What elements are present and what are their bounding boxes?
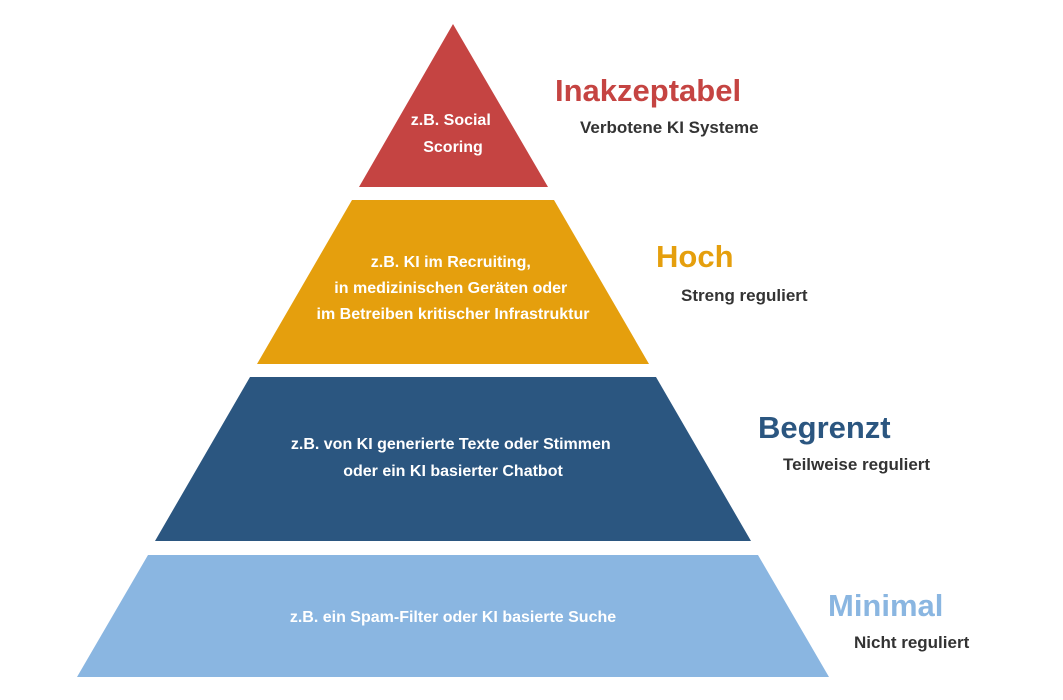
level-description-unacceptable: Verbotene KI Systeme — [580, 118, 759, 137]
tier-minimal-shape — [77, 555, 829, 677]
tier-limited-example-line: z.B. von KI generierte Texte oder Stimme… — [291, 436, 611, 453]
level-description-minimal: Nicht reguliert — [854, 633, 970, 652]
tier-unacceptable-shape — [359, 24, 548, 187]
tier-limited-shape — [155, 377, 751, 541]
level-description-limited: Teilweise reguliert — [783, 455, 931, 474]
tier-high-example-line: in medizinischen Geräten oder — [334, 280, 567, 297]
tier-high-example-line: z.B. KI im Recruiting, — [371, 254, 531, 271]
tier-limited-example-line: oder ein KI basierter Chatbot — [343, 463, 563, 480]
level-label-unacceptable: Inakzeptabel — [555, 73, 742, 108]
tier-limited-example: z.B. von KI generierte Texte oder Stimme… — [291, 436, 615, 480]
tier-unacceptable-example-line: Scoring — [423, 139, 483, 156]
tier-unacceptable-example-line: z.B. Social — [411, 112, 491, 129]
tier-minimal-example: z.B. ein Spam-Filter oder KI basierte Su… — [290, 609, 616, 626]
tier-high-example: z.B. KI im Recruiting, in medizinischen … — [317, 254, 590, 323]
tier-unacceptable-example: z.B. Social Scoring — [411, 112, 495, 156]
tier-minimal-example-line: z.B. ein Spam-Filter oder KI basierte Su… — [290, 609, 616, 626]
level-description-high: Streng reguliert — [681, 286, 808, 305]
tier-high-example-line: im Betreiben kritischer Infrastruktur — [317, 306, 590, 323]
tier-high-shape — [257, 200, 649, 364]
level-label-high: Hoch — [656, 239, 734, 274]
level-label-limited: Begrenzt — [758, 410, 891, 445]
level-label-minimal: Minimal — [828, 588, 944, 623]
